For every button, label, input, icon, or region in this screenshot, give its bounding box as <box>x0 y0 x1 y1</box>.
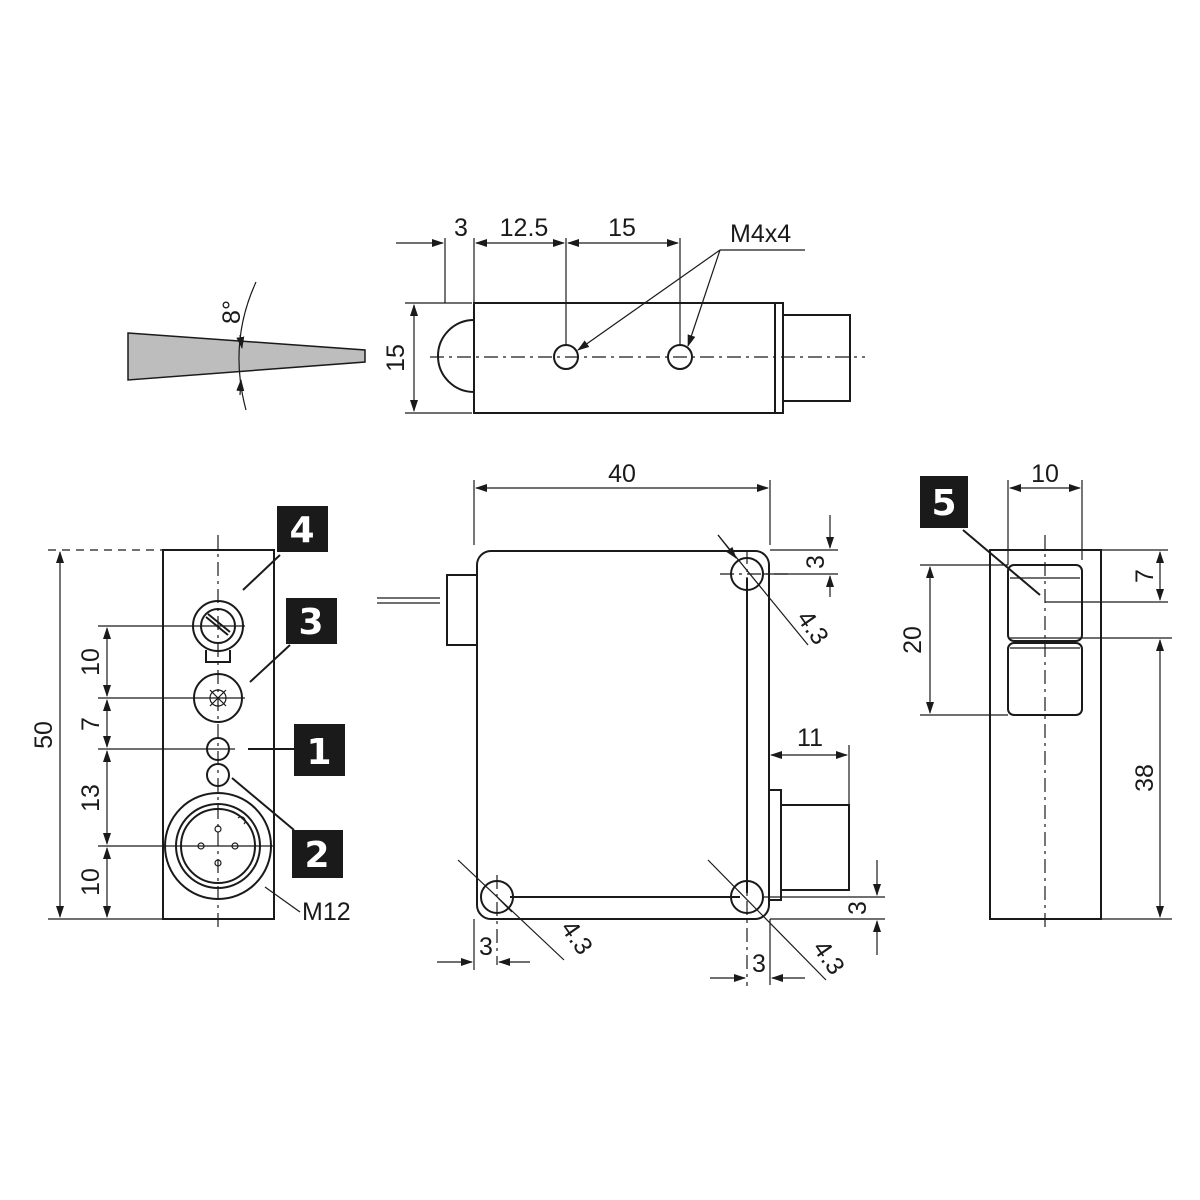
dim-connector-11: 11 <box>797 724 823 752</box>
side-connector-collar <box>768 789 782 901</box>
svg-text:5: 5 <box>931 483 956 524</box>
svg-text:1: 1 <box>306 732 331 773</box>
dim-12-5: 12.5 <box>500 214 549 242</box>
dim-gap-13: 13 <box>77 784 105 812</box>
dim-height-15: 15 <box>382 344 410 372</box>
top-connector <box>782 314 851 402</box>
svg-text:2: 2 <box>304 835 329 876</box>
dim-bottom-3: 3 <box>844 901 872 915</box>
callout-1: 1 <box>248 724 345 776</box>
side-lens-stub <box>446 574 478 646</box>
dim-hole-dia-2: 4.3 <box>555 915 598 960</box>
dim-hole-dia-3: 4.3 <box>807 935 850 980</box>
dim-end-width-10: 10 <box>1031 460 1059 488</box>
svg-text:4: 4 <box>289 510 314 551</box>
callout-5: 5 <box>920 476 1041 596</box>
top-body <box>473 302 776 414</box>
top-body-step <box>774 302 784 414</box>
top-lens <box>437 319 475 393</box>
m12-label: M12 <box>302 898 351 926</box>
dim-window-top-7: 7 <box>1131 569 1159 583</box>
callout-3: 3 <box>249 598 337 683</box>
dim-gap-7: 7 <box>77 717 105 731</box>
dim-left-3: 3 <box>479 933 493 961</box>
dim-gap-10a: 10 <box>77 648 105 676</box>
dim-15-spacing: 15 <box>608 214 636 242</box>
dim-base-38: 38 <box>1131 764 1159 792</box>
dim-window-20: 20 <box>899 626 927 654</box>
callout-2: 2 <box>231 777 343 878</box>
side-body <box>476 550 770 920</box>
dim-right-3: 3 <box>752 950 766 978</box>
side-connector <box>780 804 850 891</box>
window-lower <box>1007 642 1083 716</box>
led-2 <box>206 763 230 787</box>
beam-cone <box>127 332 366 381</box>
window-upper <box>1007 564 1083 642</box>
front-view: 50 10 7 13 10 M12 4 3 1 2 <box>30 506 351 930</box>
dim-hole-dia-1: 4.3 <box>791 605 834 650</box>
dim-height-50: 50 <box>30 721 58 749</box>
beam-diagram: 8° <box>127 281 366 411</box>
dim-gap-10b: 10 <box>77 868 105 896</box>
dim-width-40: 40 <box>608 460 636 488</box>
thread-label: M4x4 <box>730 220 791 248</box>
dim-offset-3: 3 <box>454 214 468 242</box>
svg-text:3: 3 <box>298 602 323 643</box>
dim-hole-top-3: 3 <box>802 555 830 569</box>
side-view: 40 3 4.3 4.3 4.3 11 3 3 3 <box>377 460 885 986</box>
callout-4: 4 <box>242 506 328 591</box>
beam-angle-label: 8° <box>218 300 246 324</box>
end-view: 10 7 20 38 5 <box>899 460 1172 930</box>
top-view: 3 12.5 15 M4x4 15 <box>382 214 865 414</box>
